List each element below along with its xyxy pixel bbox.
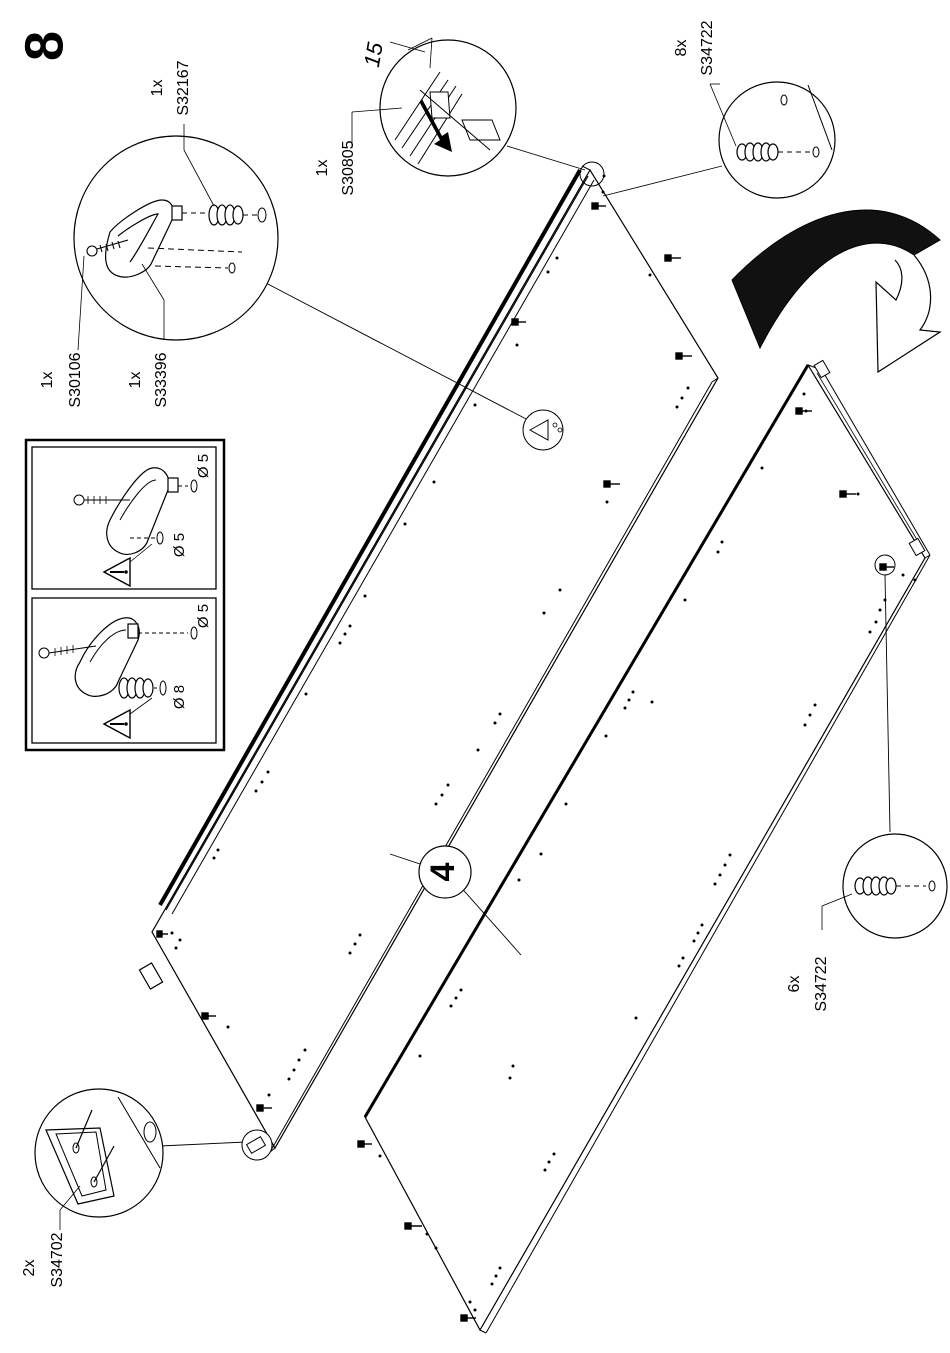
part-code-s34722-bottom: S34722 [813, 956, 830, 1011]
part-qty-s32167: 1x [149, 80, 166, 97]
step-number-label: 8 [14, 31, 74, 61]
legend-panel-a: Ø 5 Ø 5 [32, 447, 216, 589]
legend-a-hole-top: Ø 5 [195, 454, 212, 478]
legend-panel-b: Ø 5 Ø 8 [32, 598, 216, 743]
part-code-s32167: S32167 [175, 60, 192, 115]
legend-a-hole-bottom: Ø 5 [171, 533, 188, 557]
part-qty-s30805: 1x [314, 160, 331, 177]
detail-s30805: 15 1x S30805 [314, 38, 604, 196]
dowel-icon [737, 143, 778, 161]
part-code-s34702: S34702 [49, 1232, 66, 1287]
legend-b-hole-bottom: Ø 8 [171, 685, 188, 709]
dimension-label: 15 [359, 40, 388, 69]
legend-b-hole-top: Ø 5 [195, 604, 212, 628]
detail-s34722-top: 8x S34722 [603, 20, 835, 198]
part-qty-s33396: 1x [127, 372, 144, 389]
part-qty-s30106: 1x [39, 372, 56, 389]
part-qty-s34722-bottom: 6x [786, 976, 803, 993]
detail-s34702: 2x S34702 [21, 1089, 272, 1288]
dowel-icon [855, 877, 896, 895]
dowel-icon [209, 205, 243, 225]
part-qty-s34702: 2x [21, 1260, 38, 1277]
part-code-s30805: S30805 [340, 140, 357, 195]
hole-size-legend: Ø 5 Ø 5 [26, 440, 224, 750]
part-qty-s34722-top: 8x [673, 40, 690, 57]
part-code-s30106: S30106 [67, 352, 84, 407]
part-code-s34722-top: S34722 [699, 20, 716, 75]
part-code-s33396: S33396 [153, 352, 170, 407]
step-number: 8 [14, 31, 74, 61]
flip-arrow-icon [732, 210, 940, 372]
panel-number-label: 4 [424, 862, 462, 881]
